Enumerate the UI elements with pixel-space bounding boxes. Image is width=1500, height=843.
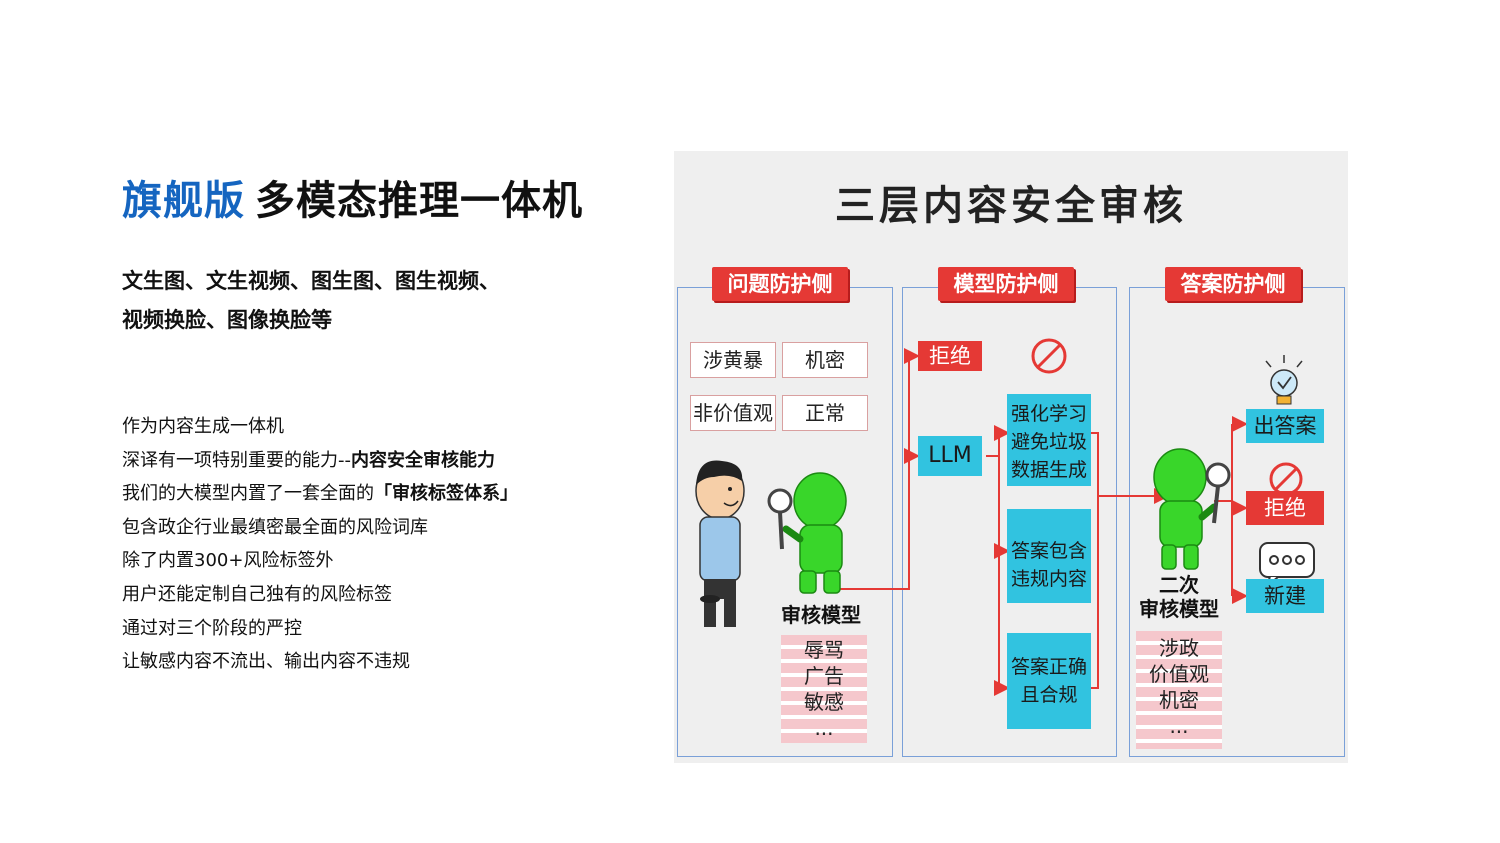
output-new: 新建	[1246, 579, 1324, 613]
body-line: 包含政企行业最缜密最全面的风险词库	[122, 516, 428, 538]
title-rest: 多模态推理一体机	[255, 178, 583, 224]
risk-word-list	[781, 635, 867, 743]
caption-line: 审核模型	[1139, 597, 1219, 621]
tag-confidential: 机密	[782, 342, 868, 378]
panel-header-answer: 答案防护侧	[1165, 267, 1301, 301]
list-item: ...	[814, 716, 834, 740]
list-item: 机密	[1159, 688, 1199, 712]
chat-bubble-icon	[1259, 542, 1315, 588]
secondary-reviewer-figure-icon	[1153, 448, 1231, 570]
tag-non-values: 非价值观	[690, 395, 776, 431]
list-item: 辱骂	[804, 638, 844, 662]
person-illustration	[695, 460, 745, 627]
output-reject: 拒绝	[1246, 491, 1324, 525]
box-line: 数据生成	[1010, 459, 1087, 481]
box-line: 且合规	[1020, 684, 1078, 706]
secondary-risk-list-text: 涉政 价值观 机密 ...	[1130, 635, 1228, 739]
secondary-reviewer-caption: 二次 审核模型	[1124, 573, 1234, 621]
subtitle-line: 视频换脸、图像换脸等	[122, 308, 332, 332]
box-compliant-answer: 答案正确 且合规	[1007, 633, 1091, 729]
body-line: 让敏感内容不流出、输出内容不违规	[122, 651, 410, 673]
body-line-text: 我们的大模型内置了一套全面的	[122, 483, 374, 505]
panel-header-question: 问题防护侧	[712, 267, 848, 301]
body-line: 我们的大模型内置了一套全面的「审核标签体系」	[122, 477, 518, 511]
body-line: 深译有一项特别重要的能力--内容安全审核能力	[122, 444, 518, 478]
body-line-emphasis: 「审核标签体系」	[374, 483, 518, 505]
flow-arrows	[832, 348, 1248, 696]
box-line: 答案包含	[1010, 540, 1087, 562]
list-item: ...	[1169, 714, 1189, 738]
llm-box: LLM	[918, 436, 982, 476]
body-line-text: 深译有一项特别重要的能力--	[122, 449, 351, 471]
box-reinforcement-learning: 强化学习 避免垃圾 数据生成	[1007, 394, 1091, 486]
list-item: 价值观	[1149, 662, 1209, 686]
list-item: 敏感	[804, 690, 844, 714]
subtitle: 文生图、文生视频、图生图、图生视频、 视频换脸、图像换脸等	[122, 262, 562, 340]
prohibited-icon	[1031, 338, 1067, 374]
body-line: 用户还能定制自己独有的风险标签	[122, 583, 392, 605]
subtitle-line: 文生图、文生视频、图生图、图生视频、	[122, 269, 500, 293]
content-safety-diagram: 三层内容安全审核 问题防护侧 模型防护侧 答案防护侧 涉黄暴 机密 非价值观 正…	[674, 151, 1348, 763]
tag-normal: 正常	[782, 395, 868, 431]
box-line: 答案正确	[1010, 656, 1087, 678]
body-line: 通过对三个阶段的严控	[122, 617, 302, 639]
box-line: 避免垃圾	[1010, 431, 1087, 453]
list-item: 广告	[804, 664, 844, 688]
reject-box: 拒绝	[918, 341, 982, 371]
lightbulb-icon	[1265, 355, 1303, 405]
title-highlight: 旗舰版	[122, 178, 245, 224]
box-line: 强化学习	[1010, 403, 1087, 425]
box-violating-answer: 答案包含 违规内容	[1007, 509, 1091, 603]
list-item: 涉政	[1159, 636, 1199, 660]
panel-header-model: 模型防护侧	[938, 267, 1074, 301]
reviewer-figure-icon	[767, 472, 847, 594]
reviewer-caption: 审核模型	[781, 603, 861, 627]
body-line: 除了内置300+风险标签外	[122, 550, 334, 572]
diagram-title: 三层内容安全审核	[835, 183, 1187, 229]
page-title: 旗舰版多模态推理一体机	[122, 168, 583, 226]
tag-porn-violence: 涉黄暴	[690, 342, 776, 378]
output-answer: 出答案	[1246, 409, 1324, 443]
body-line-emphasis: 内容安全审核能力	[351, 449, 495, 471]
body-line: 作为内容生成一体机	[122, 416, 284, 437]
caption-line: 二次	[1159, 573, 1199, 597]
risk-word-list-text: 辱骂 广告 敏感 ...	[781, 637, 867, 741]
body-text: 作为内容生成一体机 深译有一项特别重要的能力--内容安全审核能力 我们的大模型内…	[122, 410, 518, 679]
box-line: 违规内容	[1010, 568, 1087, 590]
secondary-risk-list	[1136, 631, 1222, 749]
